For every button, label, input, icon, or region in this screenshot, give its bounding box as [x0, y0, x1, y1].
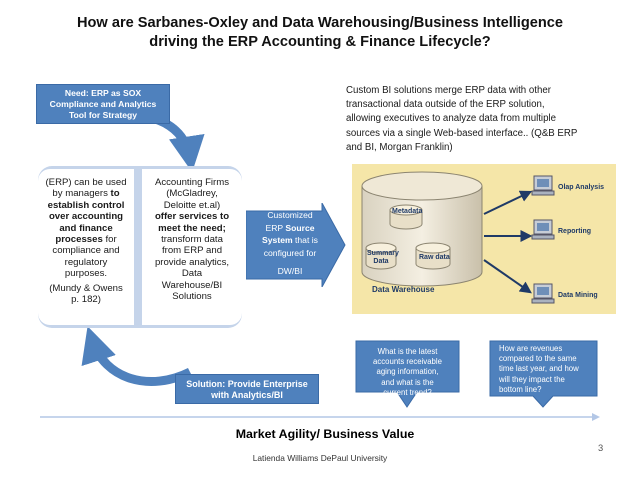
data-warehouse-drawing: [361, 171, 555, 304]
cycle-right-line: Data: [181, 268, 203, 280]
need-line-2: Compliance and Analytics: [49, 99, 157, 109]
raw-data-label: Raw data: [419, 254, 450, 261]
bi-line: and BI, Morgan Franklin): [346, 141, 453, 153]
cycle-left-bold: establish control: [47, 199, 125, 211]
arrow-bold: System: [262, 235, 293, 246]
arrow-line: ERP Source: [252, 222, 328, 235]
arrow-line: Customized: [267, 210, 313, 220]
revenue-callout: [489, 340, 598, 408]
custom-erp-arrow: [246, 203, 346, 287]
slide-title: How are Sarbanes-Oxley and Data Warehous…: [20, 14, 620, 52]
callout-line: time last year, and how: [499, 364, 579, 374]
arrow-line: System that is: [252, 234, 328, 247]
revenue-text: How are revenues compared to the same ti…: [493, 344, 594, 395]
cycle-right-line: offer services to: [142, 211, 242, 222]
bi-line: transactional data outside of the ERP so…: [346, 99, 545, 111]
olap-arrow: [483, 190, 533, 215]
summary-label-line: Data: [373, 258, 389, 265]
cycle-left-line: establish control: [38, 200, 134, 211]
callout-line: current trend?: [383, 387, 432, 397]
cycle-right-line: transform data: [161, 234, 223, 246]
data-warehouse-label: Data Warehouse: [372, 285, 435, 294]
mining-computer-icon: [531, 283, 555, 304]
callout-line: accounts receivable: [373, 357, 442, 367]
cycle-right-line: Accounting Firms: [154, 177, 230, 188]
reporting-computer-icon: [531, 219, 555, 240]
citation-line: p. 182): [71, 294, 101, 306]
arrow-bold: Source: [285, 222, 315, 233]
footer-credit: Latienda Williams DePaul University: [252, 453, 388, 463]
arrow-text: ERP: [265, 222, 286, 233]
cycle-left-bold: and finance: [59, 222, 113, 234]
solution-line-1: Solution: Provide Enterprise: [186, 379, 308, 389]
cycle-left-text: for: [102, 234, 117, 246]
cycle-right-line: provide analytics,: [154, 256, 230, 268]
cycle-right-line: Solutions: [172, 291, 212, 303]
cycle-right-bold: meet the need;: [158, 222, 226, 234]
cycle-left-line: by managers to: [38, 188, 134, 199]
data-mining-label: Data Mining: [558, 292, 598, 299]
cycle-left-bold: to: [110, 188, 120, 200]
arrow-text: that is: [292, 235, 318, 246]
summary-cylinder: [365, 242, 397, 270]
need-line-1: Need: ERP as SOX: [64, 88, 142, 98]
latest-ar-text: What is the latest accounts receivable a…: [359, 347, 456, 398]
cycle-left-line: purposes.: [64, 268, 108, 280]
summary-label: Summary Data: [367, 250, 399, 266]
callout-line: What is the latest: [377, 347, 438, 356]
market-agility-arrowhead: [592, 413, 600, 421]
page-number: 3: [598, 442, 604, 453]
latest-ar-callout: [355, 340, 460, 408]
cycle-left-bold: over accounting: [48, 211, 124, 223]
mining-arrow: [483, 259, 532, 294]
solution-callout: Solution: Provide Enterprise with Analyt…: [175, 374, 319, 404]
raw-data-cylinder: [415, 242, 451, 270]
callout-line: How are revenues: [499, 344, 563, 353]
citation-line: (Mundy & Owens: [49, 282, 123, 294]
bi-description: Custom BI solutions merge ERP data with …: [346, 84, 620, 155]
title-line-2: driving the ERP Accounting & Finance Lif…: [149, 34, 491, 50]
cycle-right-line: from ERP and: [161, 245, 223, 257]
callout-line: bottom line?: [499, 384, 542, 394]
cycle-right-line: Warehouse/BI: [161, 279, 223, 291]
title-line-1: How are Sarbanes-Oxley and Data Warehous…: [76, 15, 564, 31]
callout-line: compared to the same: [499, 354, 577, 364]
cycle-left-line: (ERP) can be used: [45, 177, 127, 188]
data-warehouse-diagram: Metadata Summary Data Raw data Data Ware…: [352, 164, 616, 314]
cycle-right-bold: offer services to: [154, 211, 230, 223]
bi-line: sources via a single Web-based interface…: [346, 127, 578, 139]
cycle-left-bold: processes: [55, 234, 103, 246]
warehouse-cylinder: [361, 186, 483, 287]
bi-line: Custom BI solutions merge ERP data with …: [346, 85, 551, 96]
metadata-label: Metadata: [392, 208, 423, 215]
market-agility-label: Market Agility/ Business Value: [235, 427, 415, 441]
cycle-left-line: regulatory: [64, 256, 108, 268]
cycle-left-card: (ERP) can be used by managers to establi…: [38, 169, 137, 325]
reporting-label: Reporting: [558, 228, 592, 235]
callout-line: will they impact the: [499, 374, 565, 384]
arrow-line: configured for: [263, 247, 317, 258]
arrow-line: DW/BI: [277, 266, 303, 277]
cycle-left-text: by managers: [52, 188, 111, 200]
olap-computer-icon: [531, 175, 555, 196]
olap-label: Olap Analysis: [558, 184, 605, 191]
custom-erp-arrow-text: Customized ERP Source System that is con…: [252, 209, 328, 278]
solution-line-2: with Analytics/BI: [211, 390, 283, 400]
metadata-cylinder: [389, 204, 423, 230]
summary-label-line: Summary: [367, 250, 399, 257]
need-line-3: Tool for Strategy: [68, 110, 138, 120]
need-callout: Need: ERP as SOX Compliance and Analytic…: [36, 84, 170, 124]
callout-line: aging information,: [376, 367, 439, 377]
cycle-left-line: over accounting: [38, 211, 134, 222]
cycle-right-line: meet the need;: [142, 223, 242, 234]
cycle-left-line: processes for: [38, 234, 134, 245]
cycle-right-card: Accounting Firms (McGladrey, Deloitte et…: [142, 169, 242, 325]
callout-line: and what is the: [381, 377, 434, 387]
cycle-left-line: compliance and: [52, 245, 120, 257]
cycle-right-line: (McGladrey,: [166, 188, 218, 200]
cycle-right-line: Deloitte et.al): [163, 199, 221, 211]
warehouse-cylinder-top: [361, 171, 483, 201]
bi-line: allowing executives to analyze data from…: [346, 113, 557, 125]
cycle-left-line: and finance: [38, 223, 134, 234]
